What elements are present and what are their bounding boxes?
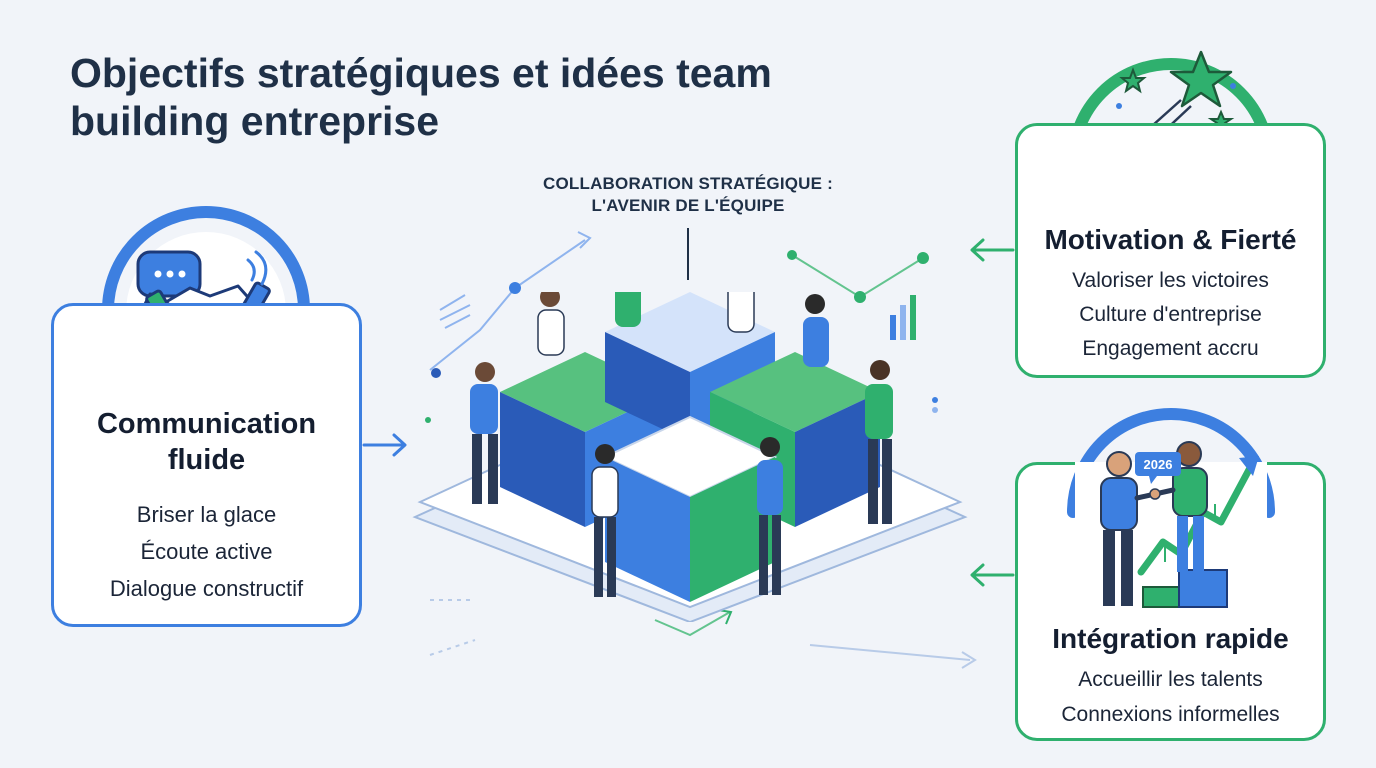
center-caption-line-2: L'AVENIR DE L'ÉQUIPE xyxy=(591,196,785,216)
page-title: Objectifs stratégiques et idées team bui… xyxy=(70,50,772,144)
year-badge: 2026 xyxy=(1144,457,1173,472)
year-badge-bg xyxy=(1135,452,1181,476)
list-item: Dialogue constructif xyxy=(109,576,304,601)
communication-card-title: Communication fluide xyxy=(96,408,317,477)
motivation-card-list: Valoriser les victoires Culture d'entrep… xyxy=(1018,264,1323,366)
integration-icon-badge: 2026 xyxy=(1063,402,1279,612)
center-caption: COLLABORATION STRATÉGIQUE : L'AVENIR DE … xyxy=(488,173,888,217)
list-item: Valoriser les victoires xyxy=(1072,269,1269,292)
motivation-card-title: Motivation & Fierté xyxy=(1044,224,1297,255)
communication-card: Communication fluide Briser la glace Éco… xyxy=(51,303,362,627)
handshake-people-icon xyxy=(1100,441,1208,606)
motivation-card: Motivation & Fierté Valoriser les victoi… xyxy=(1015,123,1326,378)
list-item: Culture d'entreprise xyxy=(1079,303,1262,326)
list-item: Écoute active xyxy=(140,539,273,564)
list-item: Connexions informelles xyxy=(1061,703,1280,726)
center-caption-line-1: COLLABORATION STRATÉGIQUE : xyxy=(543,174,833,193)
growth-arrow-icon xyxy=(1137,456,1259,608)
list-item: Briser la glace xyxy=(136,502,277,527)
integration-card-list: Accueillir les talents Connexions inform… xyxy=(1018,662,1323,732)
communication-card-list: Briser la glace Écoute active Dialogue c… xyxy=(54,496,359,607)
integration-card-title: Intégration rapide xyxy=(1052,623,1289,654)
puzzle-illustration xyxy=(412,292,968,622)
list-item: Accueillir les talents xyxy=(1078,668,1263,691)
list-item: Engagement accru xyxy=(1082,337,1259,360)
